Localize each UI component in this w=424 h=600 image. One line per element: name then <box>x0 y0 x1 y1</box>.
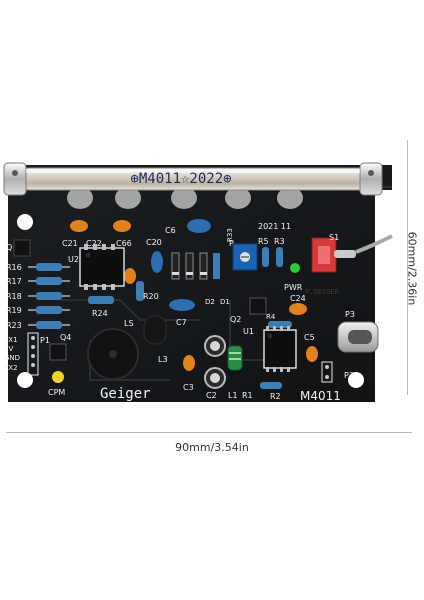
label-r5: R5 <box>258 237 269 246</box>
width-dimension-line <box>6 432 412 433</box>
label-r4: R4 <box>266 313 276 321</box>
cpm-led <box>52 371 64 383</box>
board-model: M4011 <box>300 389 341 403</box>
pwr-led <box>290 263 300 273</box>
board-date: 2021 11 <box>258 222 291 231</box>
ic-u2 <box>79 244 125 290</box>
height-dimension-line <box>407 140 408 395</box>
slide-switch <box>311 234 393 273</box>
label-q: Q <box>6 243 12 252</box>
label-tx1: TX1 <box>3 336 18 344</box>
label-r24: R24 <box>92 309 108 318</box>
label-c22: C22 <box>86 239 102 248</box>
label-c7: C7 <box>176 318 187 327</box>
label-d1: D1 <box>220 298 230 306</box>
height-dimension-label: 60mm/2.36in <box>405 231 419 306</box>
header-p2 <box>321 361 333 383</box>
usb-c-port <box>337 321 379 353</box>
label-r23: R23 <box>6 321 22 330</box>
label-c3: C3 <box>183 383 194 392</box>
label-cpm: CPM <box>48 388 65 397</box>
inductor-l3 <box>143 315 167 345</box>
pcb-board <box>8 165 392 402</box>
ic-u1 <box>263 326 297 372</box>
label-c24: C24 <box>290 294 306 303</box>
label-l3: L3 <box>158 355 168 364</box>
label-p: P <box>229 239 234 248</box>
label-c20: C20 <box>146 238 162 247</box>
resistor-bank <box>28 263 70 329</box>
header-p1 <box>27 332 39 376</box>
label-r18: R18 <box>6 292 22 301</box>
label-p1: P1 <box>40 336 50 345</box>
ceramic-capacitors <box>70 220 318 362</box>
faint-silk: P.GEIGER <box>305 288 340 296</box>
label-5v: 5V <box>4 345 13 353</box>
label-r33: R33 <box>226 228 234 242</box>
label-r3: R3 <box>274 237 285 246</box>
inductor-l1 <box>227 345 243 371</box>
label-p2: P2 <box>344 371 354 380</box>
potentiometer <box>232 243 258 271</box>
label-ls: LS <box>124 319 134 328</box>
label-s1: S1 <box>329 233 339 242</box>
electrolytic-capacitors <box>204 335 226 389</box>
label-u1: U1 <box>243 327 254 336</box>
label-c21: C21 <box>62 239 78 248</box>
label-d2: D2 <box>205 298 215 306</box>
label-u2: U2 <box>68 255 79 264</box>
label-gnd: GND <box>4 354 20 362</box>
label-pwr: PWR <box>284 283 303 292</box>
label-l1: L1 <box>228 391 238 400</box>
label-r17: R17 <box>6 277 22 286</box>
diodes <box>171 252 220 280</box>
label-r1: R1 <box>242 391 253 400</box>
label-q4: Q4 <box>60 333 71 342</box>
board-title: Geiger <box>100 386 151 402</box>
label-r2: R2 <box>270 392 281 401</box>
label-c66: C66 <box>116 239 132 248</box>
tube-marking: ⊕M4011☆2022⊕ <box>130 171 232 187</box>
label-c6: C6 <box>165 226 176 235</box>
label-r20: R20 <box>143 292 159 301</box>
label-p3: P3 <box>345 310 355 319</box>
label-r19: R19 <box>6 306 22 315</box>
label-tx2: TX2 <box>3 364 18 372</box>
label-r16: R16 <box>6 263 22 272</box>
buzzer <box>87 328 139 380</box>
label-q2: Q2 <box>230 315 241 324</box>
label-c2: C2 <box>206 391 217 400</box>
width-dimension-label: 90mm/3.54in <box>175 441 249 454</box>
geiger-tube <box>3 162 383 196</box>
label-c5: C5 <box>304 333 315 342</box>
